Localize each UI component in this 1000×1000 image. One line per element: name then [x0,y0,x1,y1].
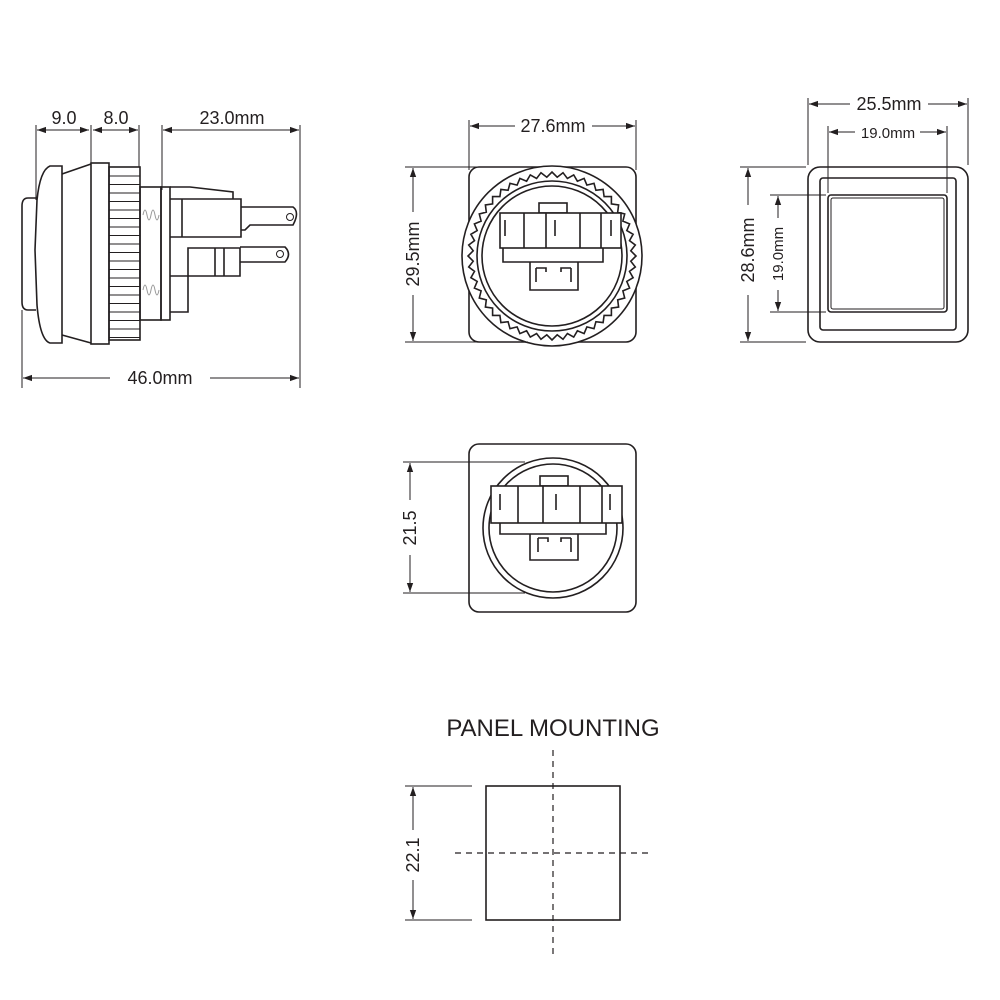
panel-mounting: PANEL MOUNTING 22.1 [403,715,660,956]
front-view: 27.6mm 29.5mm [403,116,643,347]
dim-terminals-label: 23.0mm [199,108,264,128]
dim-total-length-label: 46.0mm [127,368,192,388]
side-view-part [21,162,298,345]
dim-rear-height-label: 21.5 [400,510,420,545]
knurled-nut-outline [466,170,638,342]
dim-outer-width-label: 25.5mm [856,94,921,114]
panel-mounting-title: PANEL MOUNTING [446,715,659,742]
dim-button-height-label: 19.0mm [770,227,787,281]
dim-height-label: 29.5mm [403,221,423,286]
dim-cap-label: 9.0 [51,108,76,128]
rear-view: 21.5 [400,443,637,613]
side-view: 9.0 8.0 23.0mm 46.0mm [21,108,301,388]
dim-outer-height-label: 28.6mm [738,217,758,282]
knurl-lines [109,175,140,338]
dim-ring-label: 8.0 [103,108,128,128]
dim-button-width-label: 19.0mm [861,125,915,142]
dim-width-label: 27.6mm [520,116,585,136]
face-view: 25.5mm 19.0mm 28.6mm 19.0mm [738,94,969,343]
dim-cutout-label: 22.1 [403,837,423,872]
